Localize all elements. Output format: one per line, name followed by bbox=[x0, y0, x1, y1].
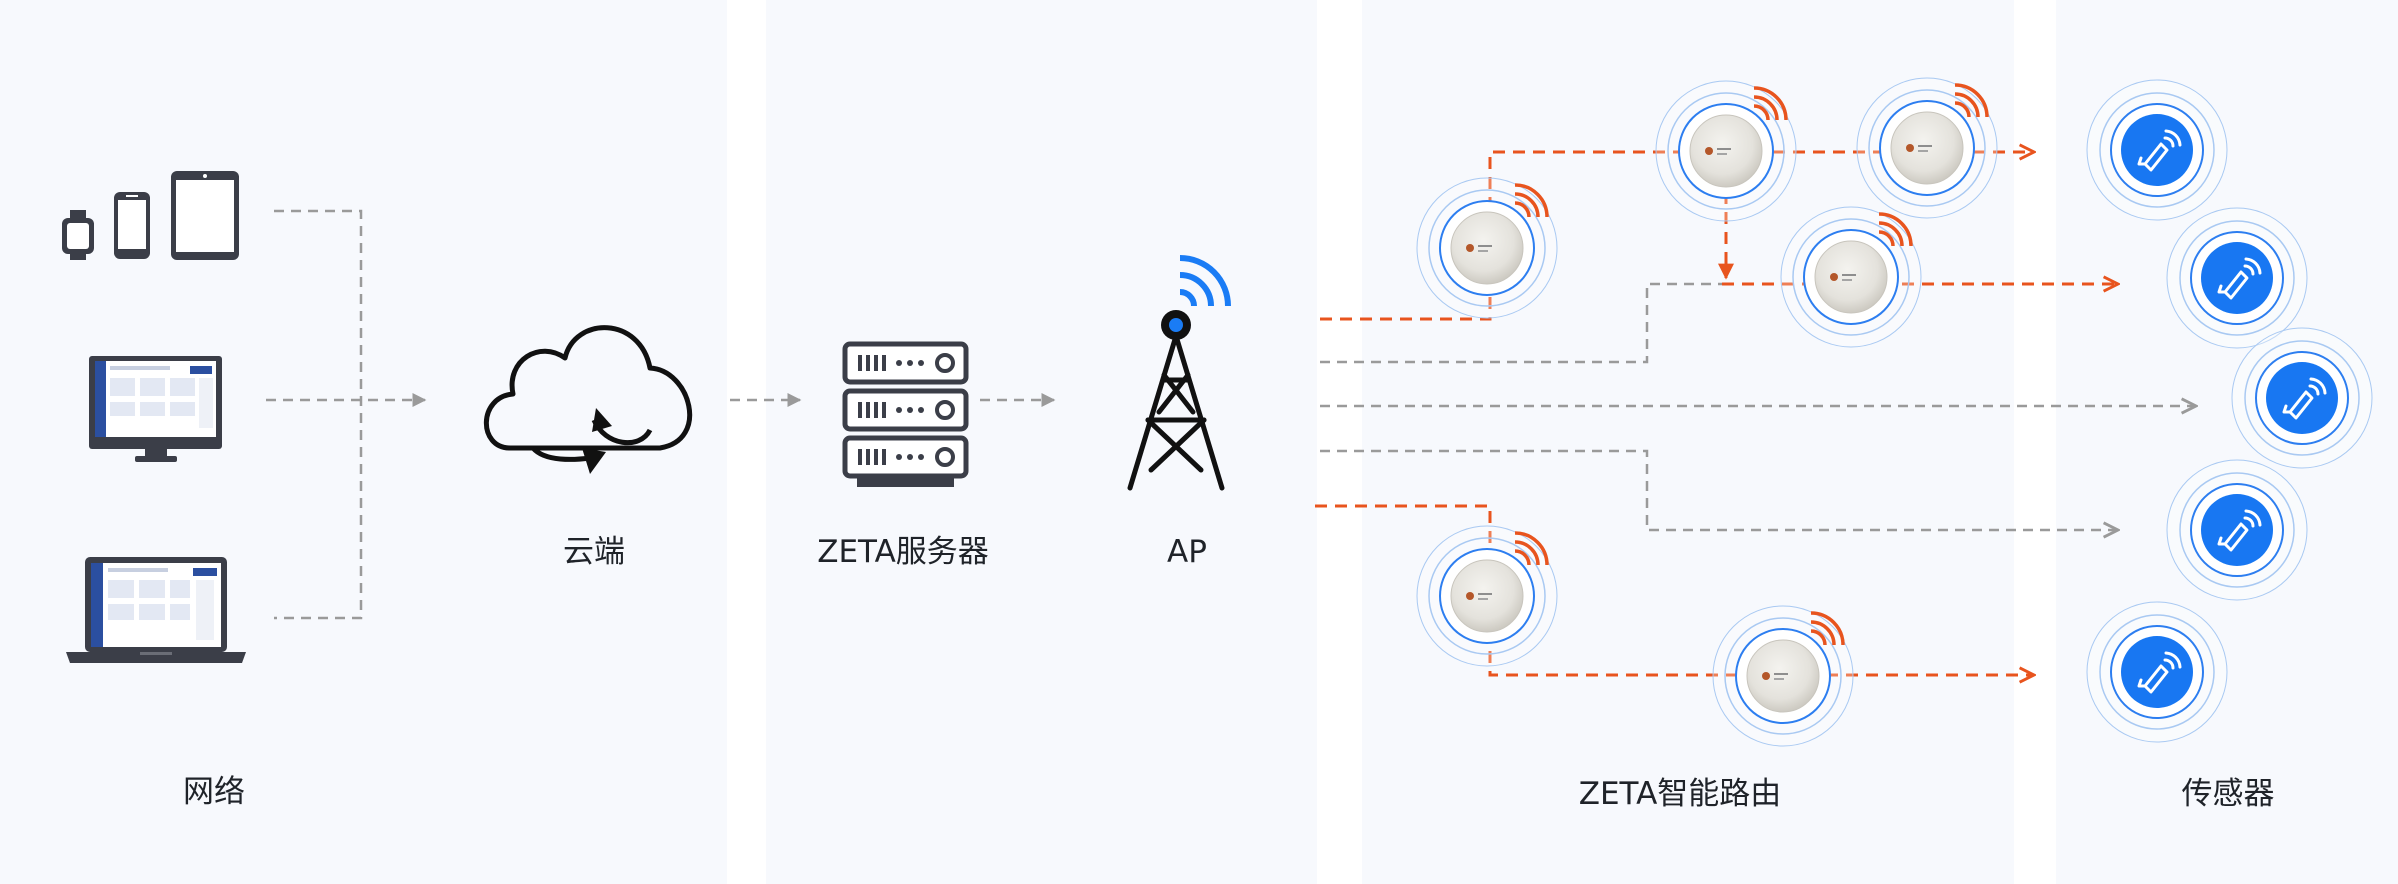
laptop-icon bbox=[66, 557, 246, 663]
server-rack-icon bbox=[842, 341, 969, 487]
router-label: ZETA智能路由 bbox=[1579, 776, 1782, 812]
router-node-icon bbox=[1415, 524, 1559, 668]
network-connector bbox=[266, 209, 427, 620]
server-label: ZETA服务器 bbox=[817, 534, 989, 570]
sensor-label: 传感器 bbox=[2182, 776, 2275, 812]
sensor-node-icon bbox=[2085, 600, 2229, 744]
router-node-icon bbox=[1711, 604, 1855, 748]
sensor-node-icon bbox=[2085, 78, 2229, 222]
network-label: 网络 bbox=[183, 774, 245, 810]
router-node-icon bbox=[1415, 176, 1559, 320]
router-node-icon bbox=[1654, 79, 1798, 223]
cloud-sync-icon bbox=[483, 325, 692, 474]
sensor-node-icon bbox=[2165, 458, 2309, 602]
router-node-icon bbox=[1855, 76, 1999, 220]
radio-tower-icon bbox=[1127, 255, 1231, 491]
cloud-label: 云端 bbox=[563, 534, 625, 570]
gray-routes bbox=[1320, 282, 2196, 530]
desktop-monitor-icon bbox=[89, 356, 222, 462]
tablet-icon bbox=[171, 171, 239, 260]
router-node-icon bbox=[1779, 205, 1923, 349]
smartphone-icon bbox=[114, 192, 150, 259]
sensor-node-icon bbox=[2165, 206, 2309, 350]
sensor-node-icon bbox=[2230, 326, 2374, 470]
smartwatch-icon bbox=[62, 210, 94, 260]
ap-label: AP bbox=[1167, 534, 1207, 570]
